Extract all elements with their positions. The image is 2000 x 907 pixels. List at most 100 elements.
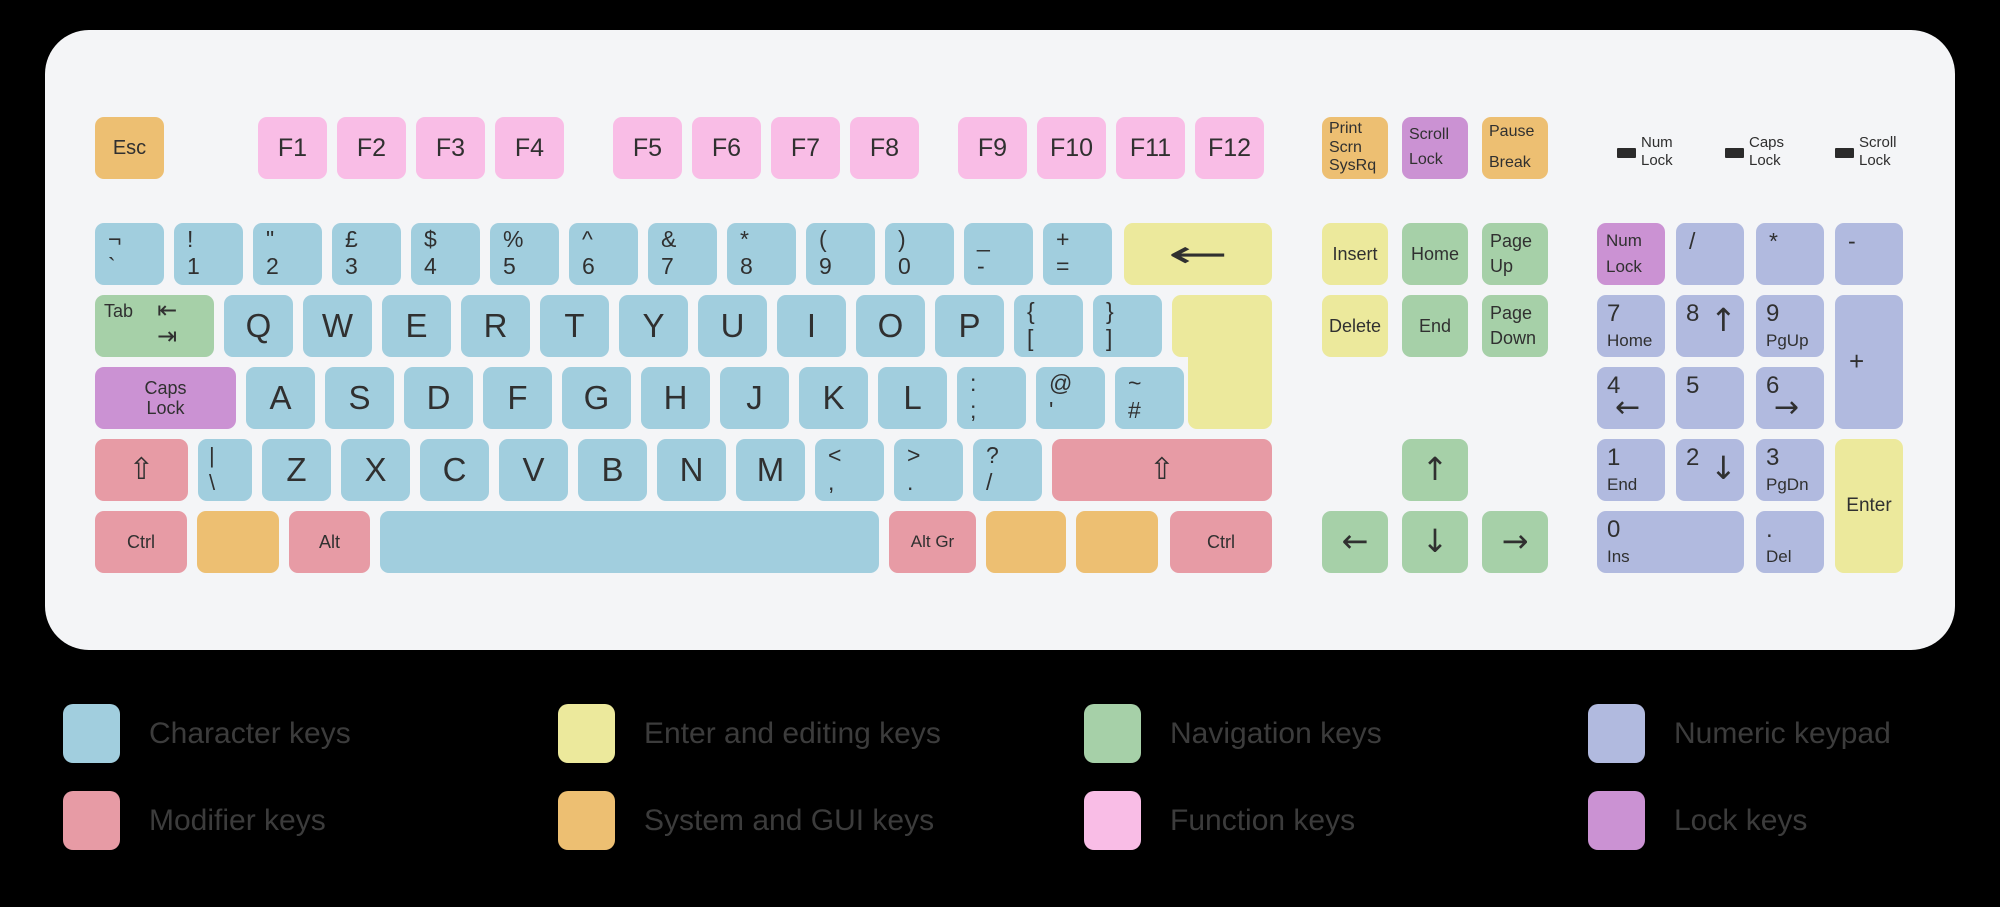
key-numpad-7-label: Home [1607,330,1653,350]
key-period: >. [894,439,963,501]
key-m-label: M [756,450,785,488]
key-numpad-5-label: 5 [1686,372,1700,399]
key-u-label: U [720,306,745,344]
key-arrow-left: ← [1322,511,1388,573]
key-page-up-label: Up [1490,256,1514,277]
key-hash-label: # [1128,397,1141,424]
key-esc: Esc [95,117,164,179]
key-e: E [382,295,451,357]
key-1-label: ! [187,225,194,252]
key-numpad-9-label: PgUp [1766,330,1809,350]
legend-modifier-keys-label: Modifier keys [149,803,326,837]
key-numpad-add: + [1835,295,1903,429]
key-4-label: $ [424,225,437,252]
key-numpad-multiply-label: * [1769,228,1778,254]
key-tab-glyph: ⇤ [157,296,178,324]
key-6-label: 6 [582,253,595,280]
key-period-label: > [907,441,921,468]
key-q-label: Q [245,306,272,344]
key-8: *8 [727,223,796,285]
key-o-label: O [877,306,904,344]
key-f1: F1 [258,117,327,179]
key-page-up-label: Page [1490,230,1533,251]
key-numpad-8-label: 8 [1686,300,1700,327]
key-k: K [799,367,868,429]
key-tab-label: Tab [104,301,134,321]
key-1: !1 [174,223,243,285]
key-semicolon-label: : [970,369,977,396]
key-tab: Tab⇤⇥ [95,295,214,357]
key-delete: Delete [1322,295,1388,357]
key-numpad-decimal-label: Del [1766,546,1792,566]
key-numpad-9-label: 9 [1766,300,1780,327]
key-numpad-add-label: + [1849,346,1865,377]
key-j: J [720,367,789,429]
legend-function-keys-swatch [1084,791,1141,850]
key-left-shift-label: ⇧ [128,452,155,488]
caps-lock-indicator-label: Caps Lock [1749,134,1785,169]
key-numpad-6-label: 6 [1766,372,1780,399]
key-end-label: End [1418,315,1452,336]
key-right-gui [986,511,1066,573]
key-f6: F6 [692,117,761,179]
key-numpad-1-label: End [1607,474,1638,494]
key-f-label: F [507,378,528,416]
key-backspace-label: ← [1167,231,1229,276]
key-backspace: ← [1124,223,1272,285]
key-minus: _- [964,223,1033,285]
key-y: Y [619,295,688,357]
key-scroll-lock-label: Lock [1409,151,1443,169]
key-quote-label: @ [1049,369,1073,396]
key-arrow-left-label: ← [1341,522,1369,561]
key-arrow-down: ↓ [1402,511,1468,573]
key-f10-label: F10 [1049,134,1094,162]
key-numpad-divide-label: / [1689,228,1696,254]
num-lock-indicator-label: Num Lock [1641,134,1673,169]
key-5: %5 [490,223,559,285]
key-8-label: * [740,225,749,252]
key-equals-label: + [1056,225,1070,252]
key-right-bracket: }] [1093,295,1162,357]
key-equals-label: = [1056,253,1070,280]
key-0: )0 [885,223,954,285]
key-pause-break-label: Break [1489,154,1531,172]
key-r-label: R [483,306,508,344]
key-i-label: I [806,306,817,344]
key-space [380,511,879,573]
key-s: S [325,367,394,429]
key-numpad-divide: / [1676,223,1744,285]
key-semicolon: :; [957,367,1026,429]
key-f1-label: F1 [277,134,308,162]
key-arrow-right-label: → [1501,522,1529,561]
key-l-label: L [903,378,922,416]
key-quote-label: ' [1049,397,1054,424]
key-6: ^6 [569,223,638,285]
key-numpad-subtract: - [1835,223,1903,285]
legend-modifier-keys-swatch [63,791,120,850]
scroll-lock-indicator-led [1835,148,1854,158]
key-w-label: W [321,306,354,344]
key-numpad-0-label: 0 [1607,516,1621,543]
key-alt-gr: Alt Gr [889,511,976,573]
key-f8-label: F8 [869,134,900,162]
key-t-label: T [564,306,585,344]
key-numpad-1-label: 1 [1607,444,1621,471]
key-semicolon-label: ; [970,397,977,424]
key-left-ctrl: Ctrl [95,511,187,573]
key-equals: += [1043,223,1112,285]
key-i: I [777,295,846,357]
key-8-label: 8 [740,253,753,280]
key-5-label: 5 [503,253,516,280]
key-f3: F3 [416,117,485,179]
key-y-label: Y [642,306,665,344]
key-numpad-2-label: 2 [1686,444,1700,471]
key-v-label: V [522,450,545,488]
